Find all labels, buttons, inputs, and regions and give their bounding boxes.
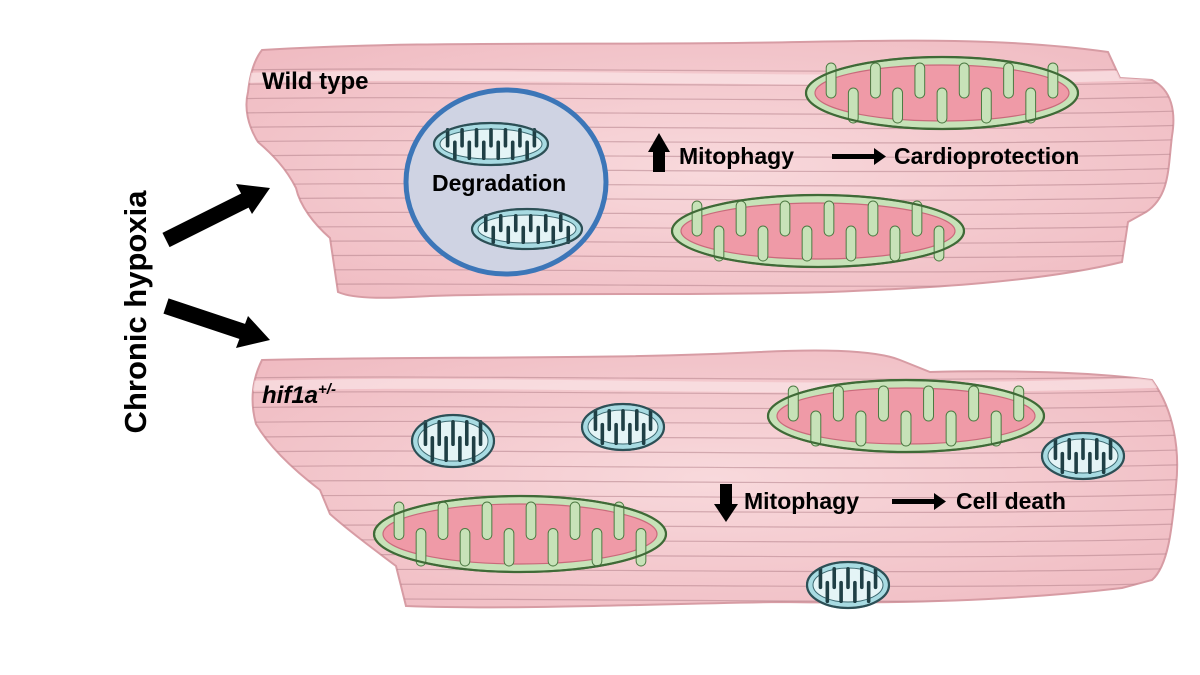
striation-line [246, 268, 1174, 273]
striation-line [246, 196, 1174, 201]
striation-line [252, 464, 1178, 469]
striation-line [252, 419, 1178, 425]
right-arrow-icon-2 [892, 493, 946, 510]
membrane-highlight [252, 377, 1178, 393]
striation-line [252, 405, 1178, 410]
large-mitochondrion [804, 55, 1080, 131]
cell-death-label: Cell death [956, 488, 1066, 514]
large-mitochondrion [670, 193, 966, 269]
arrow-to-wild-type [162, 184, 270, 248]
striation-line [246, 253, 1174, 259]
mitophagy-label-mutant: Mitophagy [744, 488, 859, 514]
up-arrow-icon [648, 133, 670, 172]
striation-line [246, 182, 1174, 187]
striation-line [246, 167, 1174, 173]
striation-line [252, 390, 1178, 395]
mitochondria-layer [372, 55, 1126, 610]
striation-line [252, 493, 1178, 499]
striation-line [252, 479, 1178, 484]
damaged-mitochondrion [432, 121, 550, 167]
wild-type-title: Wild type [262, 68, 369, 95]
damaged-mitochondrion [470, 207, 584, 251]
striation-line [252, 523, 1178, 528]
mutant-gene-name: hif1a [262, 382, 319, 409]
damaged-mitochondrion [805, 560, 891, 610]
striation-line [246, 153, 1174, 158]
mitophagy-label-wild-type: Mitophagy [679, 143, 794, 169]
right-arrow-icon [832, 148, 886, 165]
chronic-hypoxia-label: Chronic hypoxia [118, 190, 153, 434]
damaged-mitochondrion [410, 413, 496, 469]
striation-line [252, 508, 1178, 513]
striation-line [246, 139, 1174, 144]
large-mitochondrion [766, 378, 1046, 454]
down-arrow-icon [714, 484, 738, 522]
damaged-mitochondrion [580, 402, 666, 452]
striation-line [246, 124, 1174, 130]
mutant-genotype-superscript: +/- [318, 381, 336, 398]
large-mitochondrion [372, 494, 668, 574]
mutant-title: hif1a+/- [262, 382, 336, 408]
mutant-striations [252, 375, 1178, 602]
cardioprotection-label: Cardioprotection [894, 143, 1080, 169]
mutant-cell [251, 349, 1179, 609]
arrow-to-mutant [163, 298, 270, 348]
striation-line [252, 434, 1178, 439]
degradation-label: Degradation [432, 170, 567, 196]
damaged-mitochondrion [1040, 431, 1126, 481]
striation-line [252, 375, 1178, 380]
